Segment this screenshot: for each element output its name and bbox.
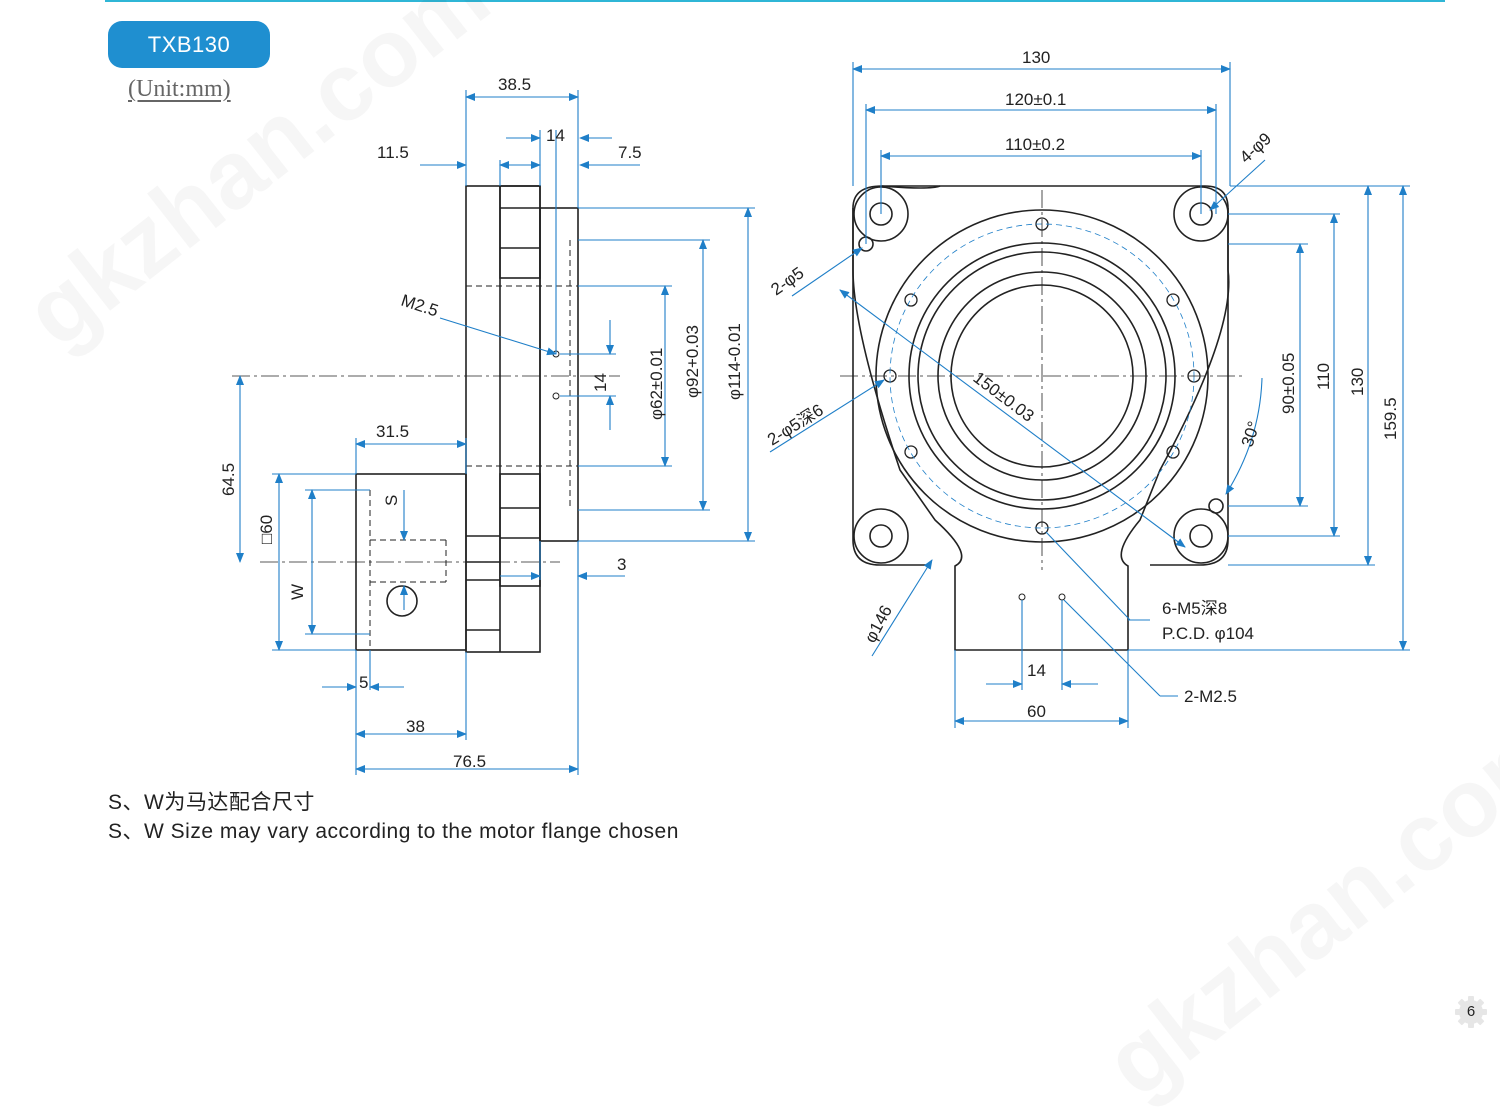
dim-30-deg: 30° xyxy=(1238,419,1264,449)
note-chinese: S、W为马达配合尺寸 xyxy=(108,791,315,814)
label-2-m2-5: 2-M2.5 xyxy=(1184,687,1237,706)
side-flange-outline xyxy=(539,207,579,542)
dim-14-top: 14 xyxy=(546,126,565,145)
dim-14-mid: 14 xyxy=(591,373,610,392)
side-dimension-lines xyxy=(236,90,755,775)
side-bottom-pocket xyxy=(499,473,541,587)
dowel-hole xyxy=(1208,498,1224,514)
dim-38-5: 38.5 xyxy=(498,75,531,94)
dim-38: 38 xyxy=(406,717,425,736)
front-view xyxy=(852,185,1230,651)
dim-31-5: 31.5 xyxy=(376,422,409,441)
dim-7-5: 7.5 xyxy=(618,143,642,162)
note-english: S、W Size may vary according to the motor… xyxy=(108,820,679,843)
dim-60: 60 xyxy=(1027,702,1046,721)
dim-120: 120±0.1 xyxy=(1005,90,1066,109)
dim-76-5: 76.5 xyxy=(453,752,486,771)
side-hidden-lines xyxy=(369,240,578,650)
unit-label: (Unit:mm) xyxy=(128,76,231,102)
front-dimension-lines xyxy=(769,62,1410,728)
corner-hole xyxy=(869,524,893,548)
model-badge: TXB130 xyxy=(108,21,270,68)
page-number: 6 xyxy=(1466,1003,1476,1020)
shaft-circle xyxy=(386,585,418,617)
dim-64-5: 64.5 xyxy=(219,463,238,496)
corner-hole xyxy=(1189,524,1213,548)
dim-110-side: 110 xyxy=(1314,363,1333,390)
dim-w: W xyxy=(288,584,307,600)
top-rule xyxy=(105,0,1445,2)
label-2-phi5: 2-φ5 xyxy=(767,263,807,299)
page-number-badge: 6 xyxy=(1452,994,1490,1030)
technical-drawing: 38.5 14 11.5 7.5 M2.5 14 φ62±0.01 φ92+0.… xyxy=(219,48,1410,775)
side-center-lines xyxy=(232,375,620,563)
label-2-phi5-deep: 2-φ5深6 xyxy=(764,400,827,449)
dim-5: 5 xyxy=(359,673,368,692)
dim-sq60: □60 xyxy=(257,515,276,544)
dim-phi62: φ62±0.01 xyxy=(647,348,666,420)
front-body-outline xyxy=(852,185,1230,651)
front-center-lines xyxy=(840,190,1245,570)
dim-phi146: φ146 xyxy=(861,602,896,646)
dim-90: 90±0.05 xyxy=(1279,353,1298,414)
label-m2-5: M2.5 xyxy=(399,291,441,321)
side-top-pocket xyxy=(499,185,541,279)
dim-phi92: φ92+0.03 xyxy=(683,325,702,398)
label-4-phi9: 4-φ9 xyxy=(1236,129,1275,167)
gear-icon xyxy=(1455,996,1487,1028)
side-plate-outline xyxy=(465,185,541,653)
dim-130-top: 130 xyxy=(1022,48,1050,67)
dim-150: 150±0.03 xyxy=(970,368,1038,426)
label-6-m5: 6-M5深8 xyxy=(1162,599,1227,618)
dim-phi114: φ114-0.01 xyxy=(725,323,744,400)
dim-110-top: 110±0.2 xyxy=(1005,135,1065,154)
label-pcd: P.C.D. φ104 xyxy=(1162,624,1254,643)
dim-3: 3 xyxy=(617,555,626,574)
side-small-holes xyxy=(552,350,560,400)
dim-11-5: 11.5 xyxy=(377,143,409,162)
dim-s: S xyxy=(382,495,401,506)
dim-14-bottom: 14 xyxy=(1027,661,1046,680)
dim-130-side: 130 xyxy=(1348,368,1367,396)
side-view xyxy=(355,185,579,653)
dim-159-5: 159.5 xyxy=(1381,397,1400,440)
